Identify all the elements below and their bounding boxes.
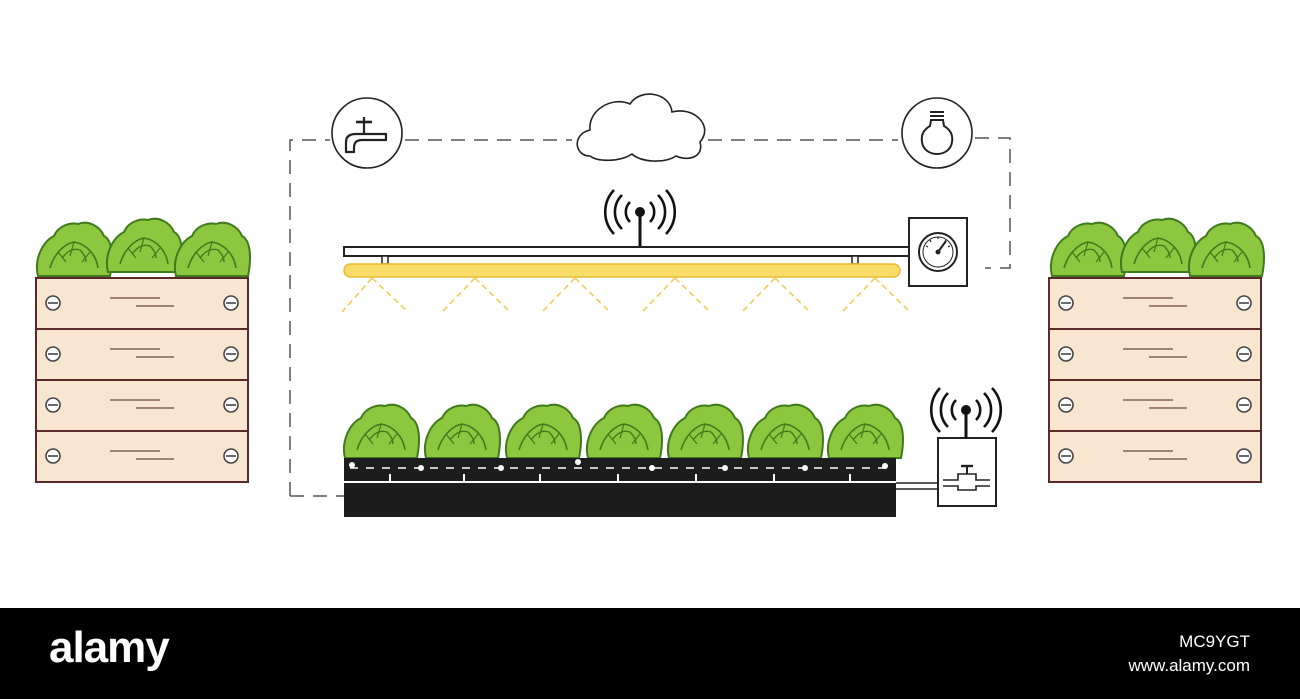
dashed-network-link [289, 137, 1011, 497]
light-rays [341, 277, 911, 313]
brand-logo: alamy [49, 623, 170, 672]
grow-lamp [343, 263, 901, 278]
water-tap-icon [331, 97, 403, 169]
pressure-gauge-icon [908, 217, 968, 287]
grow-tray [344, 458, 896, 517]
cloud-icon [576, 93, 706, 162]
water-pipe [896, 482, 938, 490]
watermark-bar: alamy MC9YGT www.alamy.com [0, 608, 1300, 699]
lettuce-row [342, 403, 904, 459]
image-id: MC9YGT [1179, 632, 1250, 651]
overhead-rail [343, 246, 911, 265]
valve-controller [937, 437, 997, 507]
site-url: www.alamy.com [1128, 656, 1250, 675]
smart-farm-diagram [0, 93, 1265, 517]
wireless-signal-icon [604, 189, 676, 247]
wireless-signal-icon [930, 387, 1002, 438]
lettuce-crate-right [1049, 217, 1265, 482]
lettuce-crate-left [36, 217, 251, 482]
light-bulb-icon [901, 97, 973, 169]
